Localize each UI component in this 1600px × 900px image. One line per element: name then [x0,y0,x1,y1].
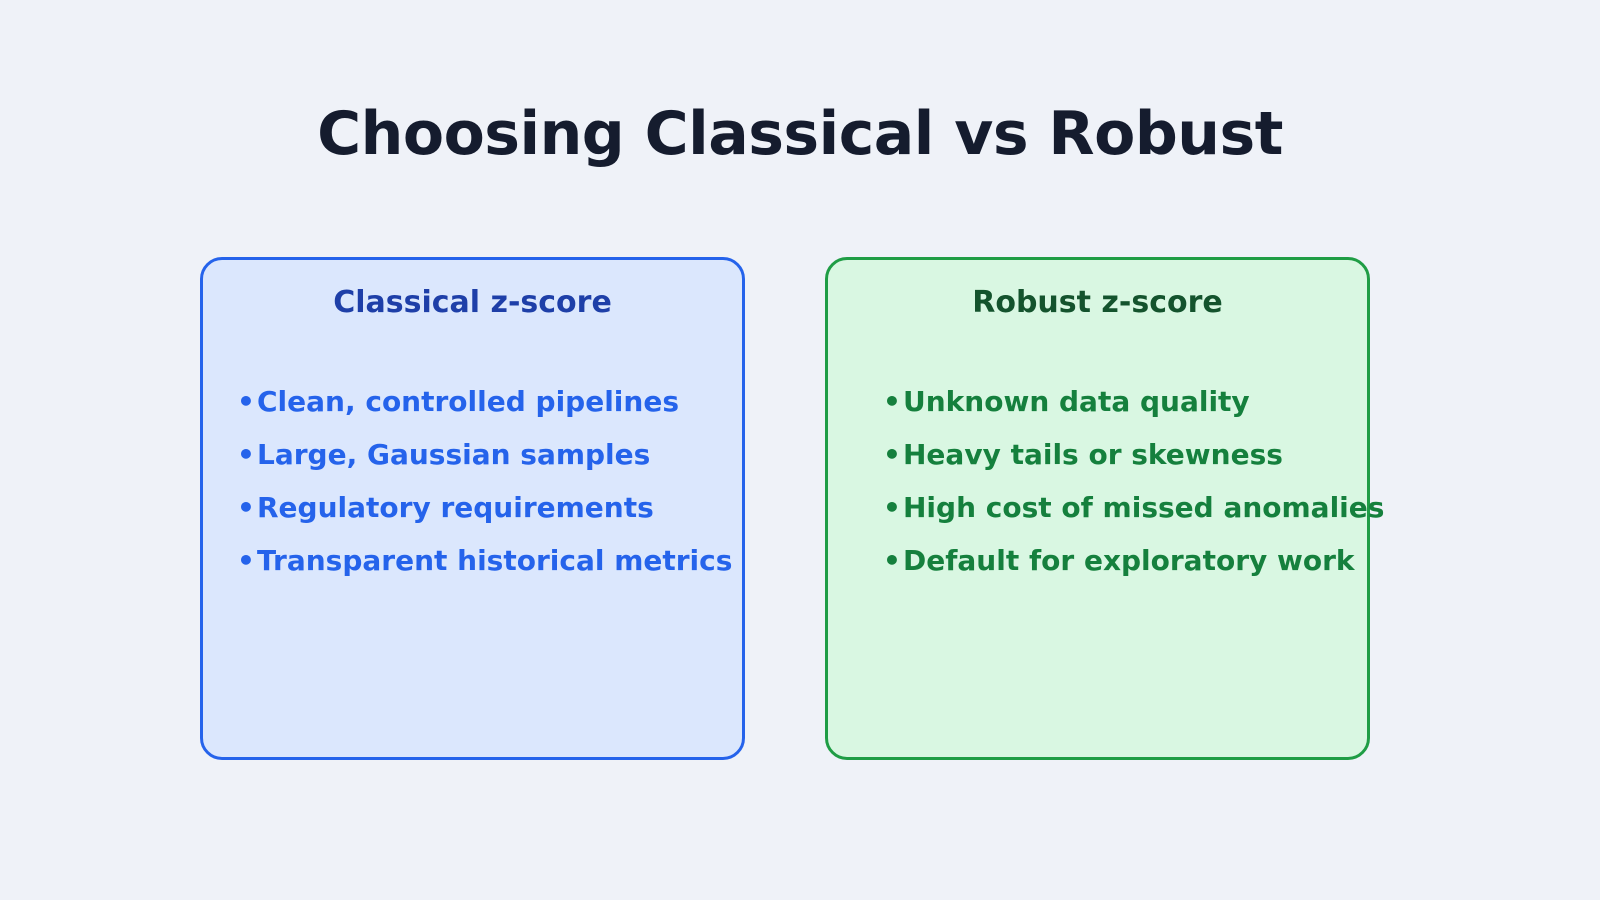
bullet-list-classical: •Clean, controlled pipelines •Large, Gau… [237,375,732,587]
bullet-dot-icon: • [237,491,255,524]
list-item: •Large, Gaussian samples [237,428,732,481]
list-item: •Default for exploratory work [883,534,1384,587]
list-item-label: Unknown data quality [903,385,1250,418]
bullet-dot-icon: • [237,544,255,577]
list-item: •Unknown data quality [883,375,1384,428]
bullet-dot-icon: • [883,385,901,418]
list-item: •Heavy tails or skewness [883,428,1384,481]
bullet-dot-icon: • [883,544,901,577]
page-title: Choosing Classical vs Robust [317,99,1283,169]
card-title-robust: Robust z-score [972,285,1223,320]
list-item: •High cost of missed anomalies [883,481,1384,534]
list-item: •Clean, controlled pipelines [237,375,732,428]
list-item: •Transparent historical metrics [237,534,732,587]
bullet-dot-icon: • [237,438,255,471]
list-item-label: Heavy tails or skewness [903,438,1283,471]
bullet-dot-icon: • [883,491,901,524]
list-item-label: High cost of missed anomalies [903,491,1385,524]
list-item-label: Regulatory requirements [257,491,654,524]
card-title-classical: Classical z-score [333,285,612,320]
list-item-label: Clean, controlled pipelines [257,385,679,418]
list-item-label: Large, Gaussian samples [257,438,651,471]
list-item: •Regulatory requirements [237,481,732,534]
bullet-list-robust: •Unknown data quality •Heavy tails or sk… [883,375,1384,587]
bullet-dot-icon: • [237,385,255,418]
list-item-label: Transparent historical metrics [257,544,733,577]
card-robust-z-score: Robust z-score •Unknown data quality •He… [825,257,1384,760]
list-item-label: Default for exploratory work [903,544,1355,577]
bullet-dot-icon: • [883,438,901,471]
card-classical-z-score: Classical z-score •Clean, controlled pip… [200,257,745,760]
